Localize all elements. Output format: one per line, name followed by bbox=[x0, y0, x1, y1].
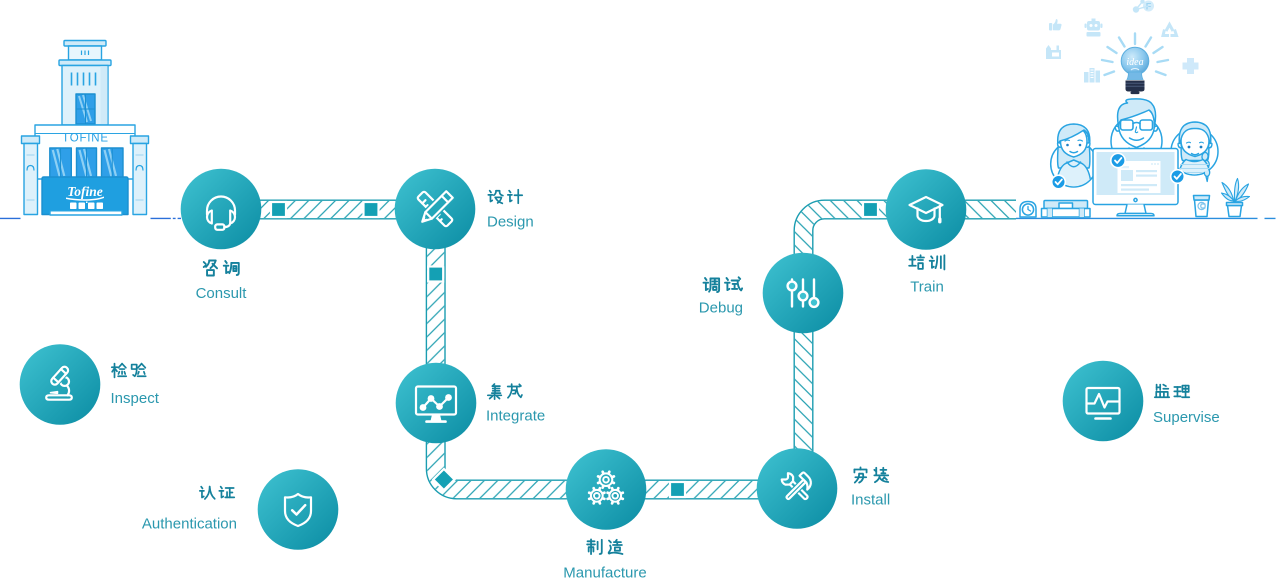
svg-text:Train: Train bbox=[910, 279, 944, 296]
svg-text:Inspect: Inspect bbox=[111, 390, 160, 407]
svg-text:F: F bbox=[1146, 2, 1152, 12]
svg-text:Consult: Consult bbox=[196, 285, 248, 302]
svg-text:Integrate: Integrate bbox=[486, 408, 545, 425]
svg-text:Manufacture: Manufacture bbox=[563, 565, 646, 582]
svg-text:Supervise: Supervise bbox=[1153, 409, 1220, 426]
svg-text:TOFINE: TOFINE bbox=[62, 133, 109, 145]
svg-text:Tofine: Tofine bbox=[67, 184, 103, 199]
svg-text:Install: Install bbox=[851, 492, 890, 509]
svg-text:Debug: Debug bbox=[699, 300, 743, 317]
svg-text:Authentication: Authentication bbox=[142, 516, 237, 533]
svg-text:idea: idea bbox=[1126, 57, 1143, 68]
svg-text:Design: Design bbox=[487, 214, 534, 231]
